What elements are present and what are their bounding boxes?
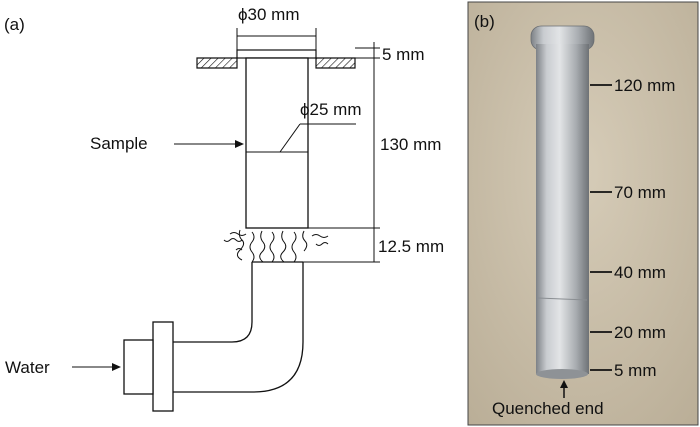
flange-left bbox=[196, 57, 238, 69]
sample-body bbox=[245, 57, 309, 229]
panel-a-label: (a) bbox=[4, 15, 25, 34]
flange-thickness-label: 5 mm bbox=[382, 45, 425, 64]
photo-tick-marks bbox=[590, 84, 612, 371]
sample-cap bbox=[236, 49, 317, 59]
rod-end bbox=[536, 369, 588, 379]
inlet-flange bbox=[152, 321, 174, 412]
rod-body bbox=[536, 44, 589, 374]
flange-right bbox=[315, 57, 356, 69]
rod-seam bbox=[537, 297, 588, 301]
sample-rod bbox=[530, 25, 595, 379]
water-label: Water bbox=[5, 358, 50, 377]
mark-5-label: 5 mm bbox=[614, 361, 657, 380]
mark-40-label: 40 mm bbox=[614, 263, 666, 282]
water-pipe bbox=[173, 261, 304, 393]
outer-diameter-label: ϕ30 mm bbox=[238, 5, 299, 24]
photo-border bbox=[467, 1, 699, 426]
sample-label: Sample bbox=[90, 134, 148, 153]
mark-70-label: 70 mm bbox=[614, 183, 666, 202]
mark-20-label: 20 mm bbox=[614, 323, 666, 342]
gap-label: 12.5 mm bbox=[378, 237, 444, 256]
sample-length-label: 130 mm bbox=[380, 135, 441, 154]
inlet-nozzle bbox=[123, 339, 154, 395]
inner-diameter-leader bbox=[279, 123, 301, 153]
water-spray bbox=[223, 229, 329, 263]
quenched-arrow-head bbox=[560, 380, 568, 388]
panel-b-label: (b) bbox=[474, 12, 495, 31]
sample-arrow-head bbox=[235, 140, 244, 148]
mark-120-label: 120 mm bbox=[614, 76, 675, 95]
quenched-end-label: Quenched end bbox=[492, 399, 604, 418]
water-arrow-head bbox=[112, 363, 121, 371]
inner-diameter-label: ϕ25 mm bbox=[300, 100, 361, 119]
